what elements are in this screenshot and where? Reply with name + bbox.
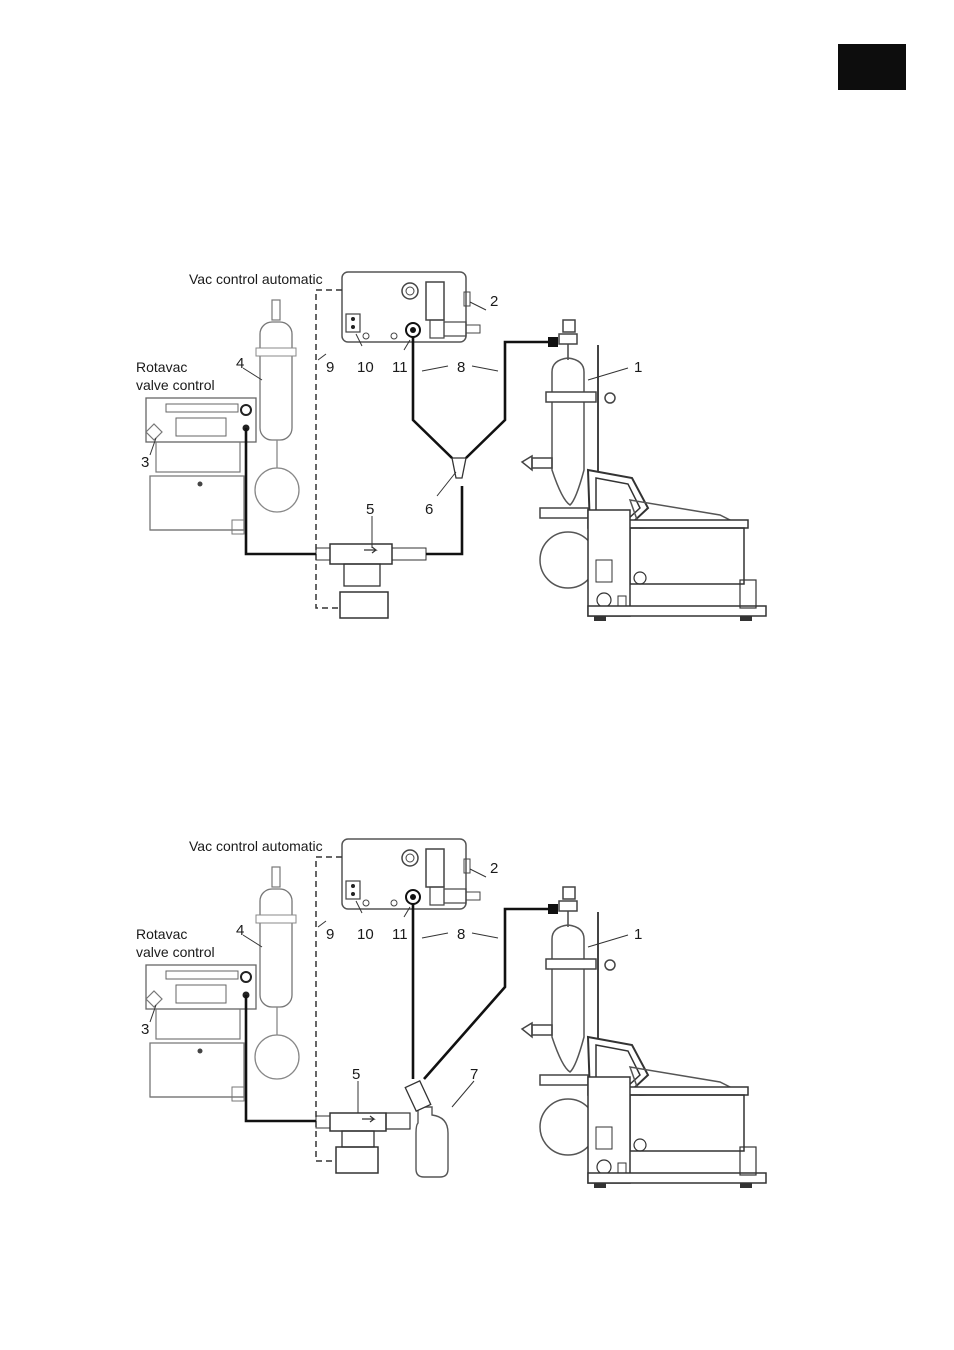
- callout-3: 3: [141, 454, 149, 471]
- callout-7: 7: [470, 1066, 478, 1083]
- figure-1: Vac control automatic Rotavac valve cont…: [136, 271, 767, 622]
- vac-control-label: Vac control automatic: [189, 271, 323, 287]
- valve-control-label-line2: valve control: [136, 377, 215, 393]
- vac-control-label: Vac control automatic: [189, 838, 323, 854]
- callout-11: 11: [392, 926, 408, 943]
- callout-5: 5: [352, 1066, 360, 1083]
- callout-10: 10: [357, 359, 374, 376]
- callout-2: 2: [490, 860, 498, 877]
- valve-control-label-line1: Rotavac: [136, 926, 187, 942]
- callout-6: 6: [425, 501, 433, 518]
- callout-5: 5: [366, 501, 374, 518]
- callout-3: 3: [141, 1021, 149, 1038]
- callout-4: 4: [236, 355, 244, 372]
- callout-1: 1: [634, 359, 642, 376]
- callout-8: 8: [457, 926, 465, 943]
- callout-2: 2: [490, 293, 498, 310]
- callout-9: 9: [326, 926, 334, 943]
- callout-8: 8: [457, 359, 465, 376]
- page-tab-marker: [838, 44, 906, 90]
- callout-9: 9: [326, 359, 334, 376]
- callout-4: 4: [236, 922, 244, 939]
- callout-10: 10: [357, 926, 374, 943]
- valve-control-label-line1: Rotavac: [136, 359, 187, 375]
- callout-1: 1: [634, 926, 642, 943]
- valve-control-label-line2: valve control: [136, 944, 215, 960]
- figure-2: Vac control automatic Rotavac valve cont…: [136, 838, 767, 1189]
- callout-11: 11: [392, 359, 408, 376]
